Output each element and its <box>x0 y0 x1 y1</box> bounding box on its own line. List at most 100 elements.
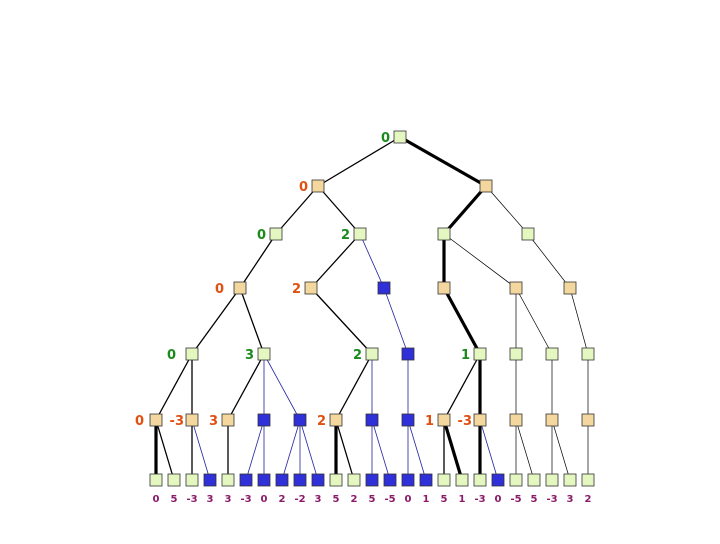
leaf-value-label: 0 <box>153 494 160 505</box>
tree-node <box>545 347 559 361</box>
leaf-value-label: -3 <box>546 494 557 505</box>
pruned-node <box>401 413 415 427</box>
leaf-value-label: -5 <box>510 494 521 505</box>
leaf-node <box>293 473 307 487</box>
leaf-value-label: 5 <box>171 494 178 505</box>
tree-edge <box>239 287 265 355</box>
leaf-node <box>581 473 595 487</box>
tree-edge <box>245 419 265 481</box>
leaf-value-label: 3 <box>315 494 322 505</box>
tree-edge <box>399 135 487 188</box>
leaf-node <box>563 473 577 487</box>
leaf-node <box>203 473 217 487</box>
tree-node <box>185 413 199 427</box>
node-value-label: 0 <box>167 348 176 363</box>
tree-node <box>581 347 595 361</box>
leaf-value-label: 3 <box>567 494 574 505</box>
tree-node <box>329 413 343 427</box>
tree-node <box>149 413 163 427</box>
leaf-value-label: 3 <box>207 494 214 505</box>
node-value-label: 0 <box>257 228 266 243</box>
leaf-node <box>473 473 487 487</box>
leaf-value-label: 1 <box>423 494 430 505</box>
leaf-value-label: 0 <box>495 494 502 505</box>
tree-edge <box>299 419 319 481</box>
tree-edge <box>442 287 482 355</box>
leaf-node <box>149 473 163 487</box>
leaf-node <box>419 473 433 487</box>
leaf-node <box>329 473 343 487</box>
tree-edge <box>442 184 488 236</box>
node-value-label: 0 <box>215 282 224 297</box>
tree-node <box>479 179 493 193</box>
leaf-value-label: 5 <box>531 494 538 505</box>
tree-node <box>269 227 283 241</box>
tree-node <box>473 413 487 427</box>
tree-edge <box>515 419 535 481</box>
node-value-label: 2 <box>353 348 362 363</box>
tree-node <box>221 413 235 427</box>
tree-edge <box>551 419 571 481</box>
leaf-node <box>347 473 361 487</box>
tree-edge <box>191 419 211 481</box>
tree-node <box>304 281 318 295</box>
leaf-value-label: 0 <box>261 494 268 505</box>
leaf-node <box>401 473 415 487</box>
leaf-value-label: -5 <box>384 494 395 505</box>
tree-node <box>437 227 451 241</box>
leaf-node <box>275 473 289 487</box>
node-value-label: 2 <box>317 414 326 429</box>
node-value-label: 2 <box>292 282 301 297</box>
tree-edge <box>335 353 373 421</box>
tree-node <box>509 413 523 427</box>
tree-edge <box>485 185 529 235</box>
leaf-value-label: 5 <box>333 494 340 505</box>
tree-node <box>311 179 325 193</box>
leaf-value-label: -3 <box>186 494 197 505</box>
pruned-node <box>365 413 379 427</box>
tree-node <box>365 347 379 361</box>
tree-edge <box>263 353 301 421</box>
leaf-node <box>221 473 235 487</box>
tree-edge <box>317 136 401 187</box>
tree-edge <box>317 185 361 235</box>
tree-edge <box>281 419 301 481</box>
tree-edge <box>275 185 319 235</box>
leaf-node <box>491 473 505 487</box>
pruned-node <box>401 347 415 361</box>
leaf-node <box>239 473 253 487</box>
tree-edge <box>442 419 464 481</box>
leaf-node <box>527 473 541 487</box>
leaf-node <box>257 473 271 487</box>
leaf-node <box>437 473 451 487</box>
node-value-label: 1 <box>461 348 470 363</box>
node-value-label: 3 <box>245 348 254 363</box>
tree-edge <box>359 233 385 289</box>
tree-edge <box>527 233 571 289</box>
tree-edge <box>569 287 589 355</box>
tree-edge <box>155 419 175 481</box>
tree-node <box>257 347 271 361</box>
leaf-node <box>383 473 397 487</box>
tree-node <box>233 281 247 295</box>
tree-node <box>393 130 407 144</box>
node-value-label: -3 <box>170 414 184 429</box>
leaf-node <box>545 473 559 487</box>
tree-edge <box>310 287 373 355</box>
leaf-value-label: 5 <box>441 494 448 505</box>
tree-node <box>509 347 523 361</box>
leaf-value-label: 2 <box>351 494 358 505</box>
tree-node <box>353 227 367 241</box>
node-value-label: 1 <box>425 414 434 429</box>
node-value-label: 0 <box>381 131 390 146</box>
leaf-node <box>365 473 379 487</box>
leaf-value-label: 5 <box>369 494 376 505</box>
leaf-value-label: 2 <box>279 494 286 505</box>
tree-edge <box>191 287 241 355</box>
leaf-node <box>509 473 523 487</box>
tree-edge <box>515 287 553 355</box>
tree-node <box>563 281 577 295</box>
tree-node <box>185 347 199 361</box>
